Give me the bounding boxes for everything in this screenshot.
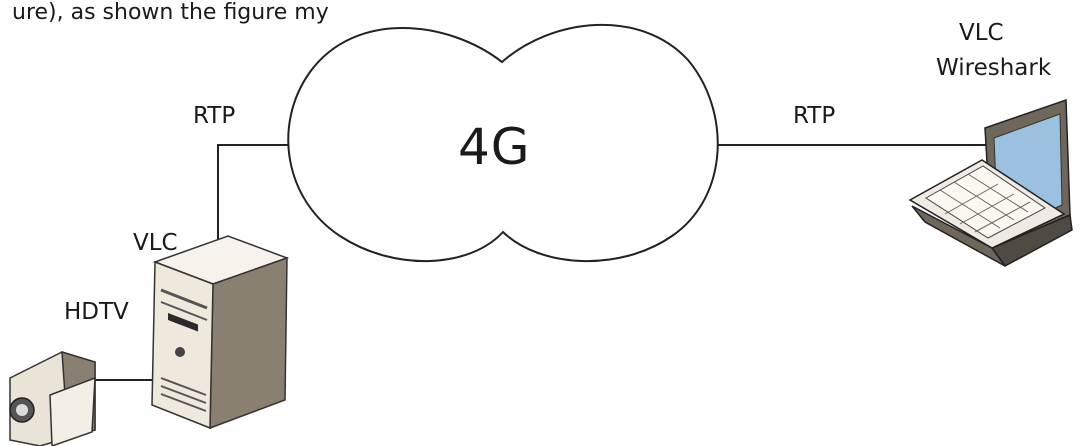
server-tower-icon <box>151 235 290 430</box>
cloud-4g-label: 4G <box>458 118 531 176</box>
cloud-4g <box>287 24 719 262</box>
camcorder-icon <box>9 350 96 446</box>
laptop-icon <box>908 98 1073 267</box>
laptop-label-line2: Wireshark <box>936 55 1052 81</box>
caption-fragment: ure), as shown the figure my <box>12 0 329 25</box>
rtp-label-right: RTP <box>793 103 836 129</box>
laptop-label-line1: VLC <box>959 20 1004 46</box>
camera-label: HDTV <box>64 299 129 325</box>
rtp-label-left: RTP <box>193 103 236 129</box>
server-label: VLC <box>133 230 178 256</box>
rtp-link-left <box>217 144 292 262</box>
